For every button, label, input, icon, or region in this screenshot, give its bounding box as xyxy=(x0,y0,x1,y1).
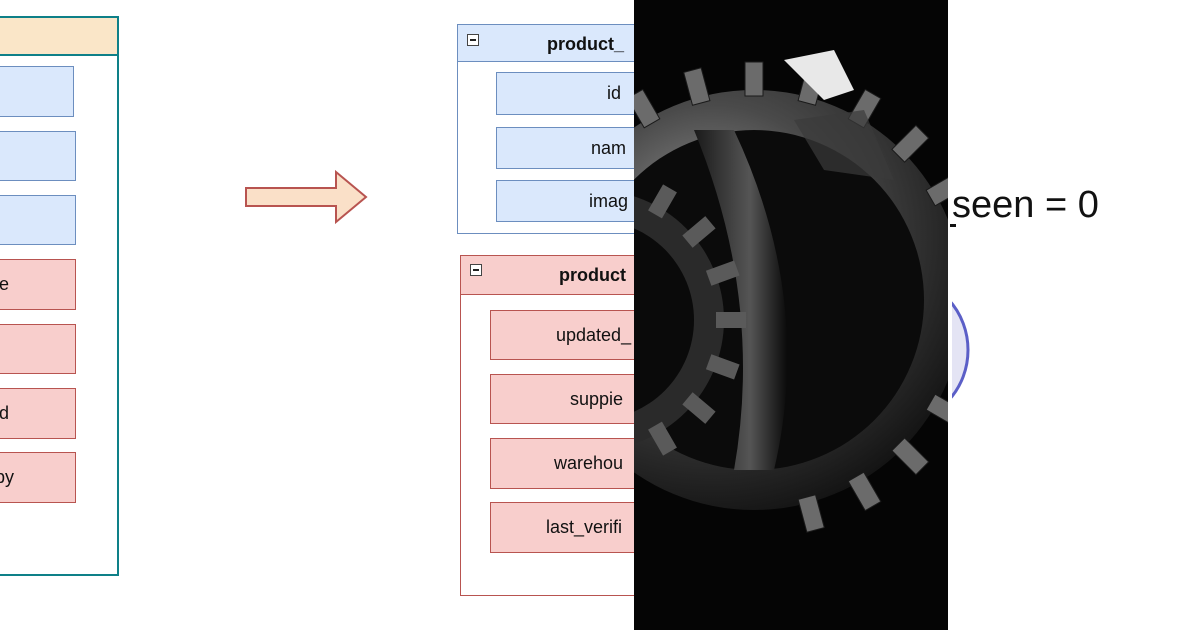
left-field-2 xyxy=(0,131,76,181)
left-field-6-label: d xyxy=(0,403,10,423)
product-2-field-supplier: suppie xyxy=(490,374,650,424)
collapse-icon[interactable] xyxy=(467,34,479,46)
right-arrow-icon xyxy=(245,169,368,225)
gears-photo xyxy=(634,0,948,630)
gears-icon xyxy=(634,0,948,630)
product-1-field-image: imag xyxy=(496,180,646,222)
left-field-6: d xyxy=(0,388,76,439)
left-field-7: by xyxy=(0,452,76,503)
formula-prefix-dot xyxy=(950,224,956,227)
product-1-field-image-label: imag xyxy=(589,190,629,211)
product-2-field-warehouse: warehou xyxy=(490,438,650,489)
left-field-4-label: e xyxy=(0,274,10,294)
formula-text: seen = 0 xyxy=(952,184,1099,226)
left-field-4: e xyxy=(0,259,76,310)
right-panel-cover xyxy=(948,0,952,630)
left-field-3 xyxy=(0,195,76,245)
left-field-7-label: by xyxy=(0,467,15,487)
product-1-field-name: nam xyxy=(496,127,646,169)
product-2-field-warehouse-label: warehou xyxy=(554,453,624,473)
product-1-field-id: id xyxy=(496,72,646,115)
product-2-field-updated: updated_ xyxy=(490,310,650,360)
product-2-field-supplier-label: suppie xyxy=(570,388,624,409)
product-table-2-title: product xyxy=(559,265,626,285)
left-table-header xyxy=(0,18,117,56)
collapse-icon[interactable] xyxy=(470,264,482,276)
product-table-2-header: product xyxy=(461,256,659,295)
product-2-field-last-verified: last_verifi xyxy=(490,502,650,553)
left-table xyxy=(0,16,119,576)
product-table-1-header: product_ xyxy=(458,25,656,62)
product-table-1-title: product_ xyxy=(547,34,625,54)
left-field-5 xyxy=(0,324,76,374)
product-2-field-last-verified-label: last_verifi xyxy=(546,517,623,537)
product-2-field-updated-label: updated_ xyxy=(556,324,632,345)
product-1-field-name-label: nam xyxy=(591,137,627,158)
left-field-1 xyxy=(0,66,74,117)
product-1-field-id-label: id xyxy=(607,83,622,103)
